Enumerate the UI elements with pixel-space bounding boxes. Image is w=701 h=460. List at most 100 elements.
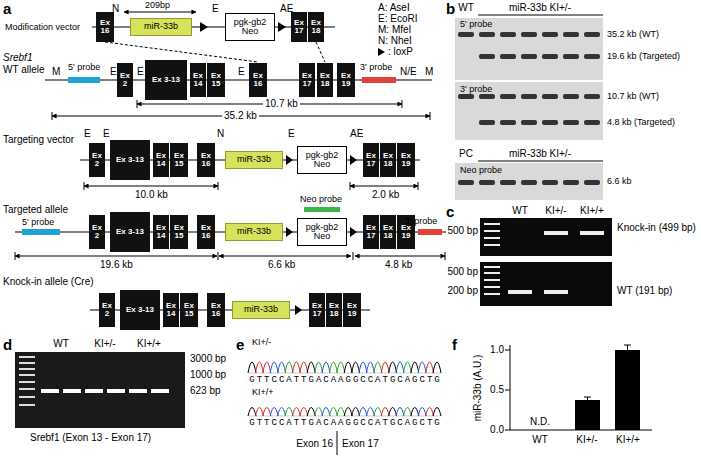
box-text: Ex 2 [89,152,105,169]
band-label: Knock-in (499 bp) [617,222,699,234]
box-text: Ex 17 [363,152,379,169]
box-text: Ex 14 [163,302,179,319]
exon-box: Ex 19 [397,143,415,177]
probe-label: 5' probe [68,62,100,73]
length-label: 209bp [145,0,170,11]
lane-label: WT [512,205,528,217]
box-text: Ex 14 [153,224,169,241]
exon-box: Ex 18 [380,215,396,249]
length-label: 10.0 kb [135,189,168,201]
box-text: Ex 16 [249,72,267,89]
band-label: 35.2 kb (WT) [607,29,659,40]
box-text: Ex 3-13 [116,228,144,236]
box-text: Ex 3-13 [116,156,144,164]
mirna-box: miR-33b [225,151,283,169]
exon-box: Ex 16 [249,63,267,97]
axis-title: miR-33b (A.U.) [472,355,484,422]
lane-label: KI+/+ [137,338,161,350]
site-letter: E [103,128,110,140]
exon-box: Ex 14 [163,293,179,327]
band-label: 10.7 kb (WT) [607,91,659,102]
exon-box: Ex 15 [170,215,188,249]
lane-label: miR-33b KI+/- [509,148,571,160]
box-text: pgk-gb2 Neo [298,223,346,242]
box-text: Ex 19 [397,224,415,241]
exon-box: Ex 15 [180,293,198,327]
exon-box: Ex 17 [363,215,379,249]
exon-box: Ex 16 [96,12,114,42]
box-text: Ex 18 [326,302,342,319]
box-text: miR-33b [144,22,178,31]
sequence-text: GTTCCATTGACAAGGCCATGCAGCTG [249,375,441,386]
box-text: Ex 14 [190,72,206,89]
exon-box: Ex 16 [197,215,215,249]
box-text: Ex 16 [96,19,114,36]
band-label: 4.8 kb (Targeted) [607,117,675,128]
row-label: Modification vector [5,22,80,33]
box-text: Ex 15 [207,72,225,89]
exon-box: Ex 16 [197,143,215,177]
lane-label: miR-33b KI+/- [509,2,571,14]
lane-label: PC [459,148,473,160]
box-text: Ex 2 [99,302,115,319]
exon-box: Ex 3-13 [120,290,160,330]
site-letter: E [212,3,219,15]
exon-box: Ex 19 [343,293,361,327]
neo-cassette-box: pgk-gb2 Neo [297,146,347,174]
box-text: Ex 15 [180,302,198,319]
band-label: 19.6 kb (Targeted) [607,51,680,62]
key-text: M: MfeI [378,24,411,36]
probe-label: 5' probe [22,217,54,228]
length-label: 2.0 kb [372,189,399,201]
panel-letter: b [446,0,455,18]
site-letter: E [288,128,295,140]
box-text: Ex 2 [117,72,133,89]
lane-label: KI+/+ [580,205,604,217]
exon-box: Ex 16 [207,293,225,327]
key-text: N: NheI [378,35,412,47]
box-text: Ex 18 [317,72,333,89]
length-label: 10.7 kb [263,98,300,110]
box-text: Ex 3-13 [152,76,180,84]
site-letter: AE [280,3,293,15]
box-text: Ex 19 [343,302,361,319]
gel-caption: Srebf1 (Exon 13 - Exon 17) [30,432,151,444]
row-label: Targeted allele [3,204,68,216]
box-text: Ex 17 [291,19,307,36]
exon-box: Ex 18 [326,293,342,327]
site-letter: E [238,66,245,78]
exon-box: Ex 3-13 [110,140,150,180]
trace-label: KI+/- [252,337,271,348]
box-text: pgk-gb2 Neo [298,151,346,170]
neo-cassette-box: pgk-gb2 Neo [225,13,275,41]
box-text: miR-33b [244,305,278,314]
box-text: Ex 18 [308,19,324,36]
probe-label: 5' probe [460,19,492,30]
tick-label: 1.0 [490,344,504,356]
probe-label: Neo probe [460,165,502,176]
box-text: Ex 15 [170,224,188,241]
lane-label: WT [458,2,474,14]
box-text: Ex 19 [337,72,355,89]
box-text: Ex 18 [380,152,396,169]
site-letter: E [137,66,144,78]
size-marker: 200 bp [447,285,478,297]
exon-box: Ex 18 [308,12,324,42]
size-marker: 500 bp [447,225,478,237]
box-text: Ex 17 [309,302,325,319]
neo-cassette-box: pgk-gb2 Neo [297,218,347,246]
lane-label: KI+/- [94,338,115,350]
category-label: KI+/+ [616,434,640,446]
exon-box: Ex 3-13 [145,60,187,100]
site-letter: M [425,66,433,78]
lane-label: WT [53,338,69,350]
mirna-box: miR-33b [232,301,290,319]
exon-box: Ex 2 [117,63,133,97]
key-text: : loxP [388,46,413,58]
length-label: 6.6 kb [268,259,295,271]
box-text: Ex 18 [380,224,396,241]
site-letter: N [112,3,119,15]
sequence-text: GTTCCATTGACAAGGCCATGCAGCTG [249,418,441,429]
exon-box: Ex 2 [89,143,105,177]
key-text: A: AseI [378,2,410,14]
